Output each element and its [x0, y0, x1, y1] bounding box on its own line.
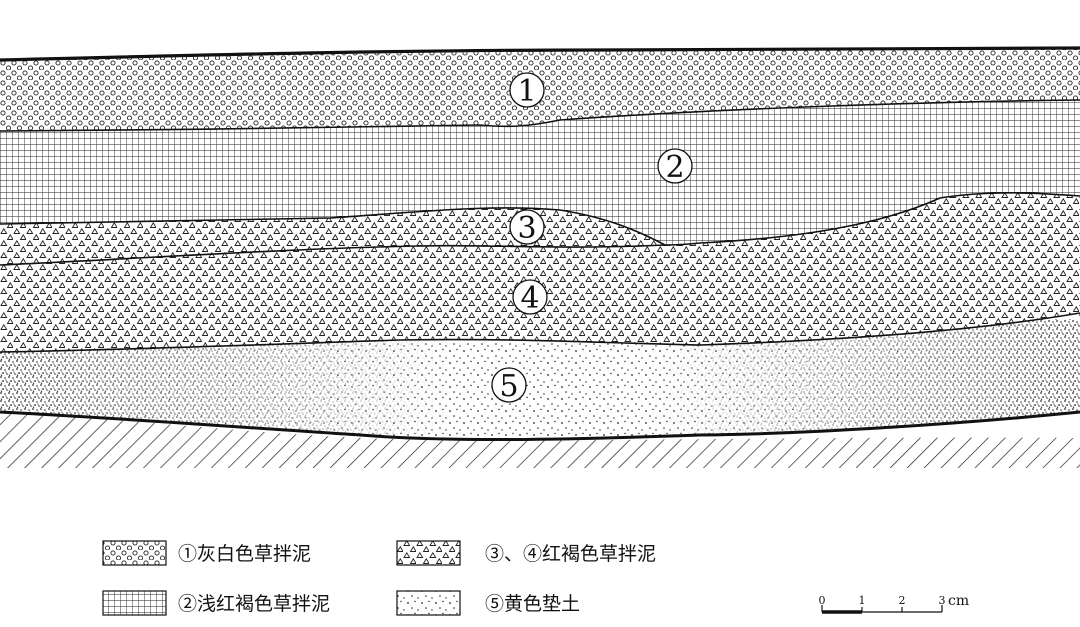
ground-hatch — [0, 412, 1080, 468]
bottom-boundary-line — [0, 410, 1080, 442]
layer-label-2: 2 — [657, 148, 693, 185]
layer-label-3: 3 — [509, 209, 545, 246]
top-boundary-line — [0, 46, 1080, 62]
legend-label-layer-5: ⑤黄色垫土 — [485, 593, 580, 615]
scale-tick-3: 3 — [939, 594, 946, 607]
legend-swatch-circles — [102, 540, 167, 566]
layer-label-3-text: 3 — [517, 211, 536, 246]
scale-bar-ticks — [821, 605, 943, 612]
boundary-2-3 — [0, 207, 666, 246]
boundary-2-4 — [664, 192, 1080, 246]
layer-2-fill — [0, 100, 1080, 245]
legend-swatch-grid — [102, 590, 167, 616]
boundary-4-5 — [0, 312, 1080, 353]
legend-swatch-triangles — [396, 540, 461, 566]
legend-label-layer-1: ①灰白色草拌泥 — [178, 543, 311, 565]
layer-labels: 1 2 3 4 5 — [491, 72, 693, 404]
scale-tick-0: 0 — [819, 594, 826, 607]
scale-bar: 0 1 2 3 cm — [819, 593, 969, 614]
layer-label-5: 5 — [491, 367, 527, 404]
legend: ①灰白色草拌泥 ③、④红褐色草拌泥 ②浅红褐色草拌泥 ⑤黄色垫土 — [102, 540, 656, 616]
scale-unit: cm — [948, 593, 969, 609]
layer-boundaries — [0, 46, 1080, 442]
layer-label-5-text: 5 — [499, 369, 518, 404]
scale-tick-1: 1 — [859, 594, 866, 607]
layer-label-4: 4 — [512, 279, 548, 316]
layer-4-fill — [0, 192, 1080, 352]
boundary-1-2 — [0, 99, 1080, 132]
legend-label-layer-2: ②浅红褐色草拌泥 — [178, 593, 330, 615]
layer-label-1: 1 — [509, 72, 545, 109]
layer-label-2-text: 2 — [665, 150, 684, 185]
legend-label-layers-3-4: ③、④红褐色草拌泥 — [485, 543, 656, 565]
legend-swatch-dots — [396, 590, 461, 616]
layer-label-4-text: 4 — [520, 281, 539, 316]
layer-3-fill — [0, 207, 665, 265]
scale-tick-2: 2 — [899, 594, 906, 607]
layer-label-1-text: 1 — [517, 74, 536, 109]
boundary-3-4 — [0, 244, 666, 266]
